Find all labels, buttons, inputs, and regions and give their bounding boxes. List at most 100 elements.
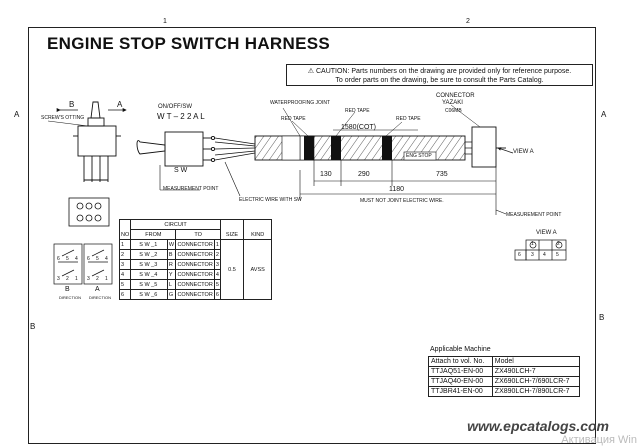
- measurement-point-label-1: MEASUREMENT POINT: [163, 186, 219, 192]
- header-model: Model: [491, 356, 581, 367]
- cell-model: ZX690LCH-7/690LCR-7: [491, 376, 581, 387]
- cell-pin: 4: [213, 269, 221, 280]
- view-a-pin-1: 1: [531, 241, 534, 247]
- watermark: www.epcatalogs.com: [467, 418, 609, 434]
- cell-no: 2: [118, 249, 132, 260]
- onoff-switch-top-view: [136, 131, 216, 167]
- header-kind: KIND: [243, 219, 273, 240]
- direction-a-label: A: [95, 286, 100, 293]
- applicable-table: Attach to vol. No. Model TTJAQ51-EN-00 Z…: [428, 356, 581, 397]
- switch-schematic: [53, 243, 113, 285]
- switch-part-no: W T – 2 2 A L: [157, 112, 205, 121]
- red-tape-label-1: RED TAPE: [281, 116, 306, 122]
- schematic-pin: 1: [105, 276, 108, 282]
- header-to: TO: [175, 229, 221, 240]
- cell-from: S W _3: [130, 259, 168, 270]
- table-row: TTJAQ51-EN-00 ZX490LCH-7: [428, 366, 581, 377]
- grid-top-2: 2: [466, 18, 470, 25]
- schematic-pin: 2: [96, 276, 99, 282]
- cell-to: CONNECTOR: [175, 239, 215, 250]
- connector-body: [471, 126, 506, 168]
- screws-otting-label: SCREW'S OTTING: [41, 115, 85, 121]
- table-row: Attach to vol. No. Model: [428, 356, 581, 367]
- schematic-pin: 1: [75, 276, 78, 282]
- arrow-b-label: B: [69, 100, 75, 109]
- sw-label: S W: [174, 167, 188, 174]
- yazaki-label: YAZAKI: [442, 100, 463, 106]
- cell-no: 6: [118, 289, 132, 300]
- cell-color: L: [166, 279, 177, 290]
- table-row: 1 S W _1 W CONNECTOR 1 0.5 AVSS: [118, 239, 273, 300]
- header-attach: Attach to vol. No.: [428, 356, 493, 367]
- cell-to: CONNECTOR: [175, 269, 215, 280]
- waterproofing-joint-label: WATERPROOFING JOINT: [270, 100, 330, 106]
- cell-color: B: [166, 249, 177, 260]
- schematic-pin: 6: [87, 256, 90, 262]
- view-a-pin-3: 3: [531, 252, 534, 258]
- view-a-pin-6: 6: [518, 252, 521, 258]
- cell-color: W: [166, 239, 177, 250]
- direction-b-label: B: [65, 286, 70, 293]
- view-a-arrow: [497, 147, 514, 154]
- cell-pin: 3: [213, 259, 221, 270]
- cell-color: Y: [166, 269, 177, 280]
- view-a-title: VIEW A: [536, 230, 557, 236]
- cell-color: G: [166, 289, 177, 300]
- eng-stop-label: ENG STOP: [406, 153, 432, 159]
- schematic-pin: 5: [66, 256, 69, 262]
- grid-right-b: B: [599, 313, 605, 322]
- applicable-title: Applicable Machine: [430, 346, 491, 353]
- electric-wire-sw-label: ELECTRIC WIRE WITH SW: [239, 197, 302, 203]
- dim-735-label: 735: [436, 171, 448, 178]
- schematic-pin: 4: [105, 256, 108, 262]
- cell-from: S W _5: [130, 279, 168, 290]
- onoff-sw-label: ON/OFF/SW: [158, 104, 192, 110]
- red-tape-band-3: [382, 136, 392, 160]
- eng-stop-label-box: [403, 151, 437, 161]
- cell-from: S W _4: [130, 269, 168, 280]
- table-row: 6 S W _6 G CONNECTOR 6: [118, 289, 272, 300]
- cell-no: 3: [118, 259, 132, 270]
- grid-left-b: B: [30, 322, 36, 331]
- label-leaders: [282, 104, 481, 137]
- cell-model: ZX490LCH-7: [491, 366, 581, 377]
- arrow-a-label: A: [117, 100, 123, 109]
- switch-pin-layout: [68, 197, 110, 227]
- cell-from: S W _1: [130, 239, 168, 250]
- grid-left-a: A: [14, 110, 20, 119]
- view-a-pin-2: 2: [557, 241, 560, 247]
- cell-color: R: [166, 259, 177, 270]
- header-circuit: CIRCUIT: [130, 219, 221, 230]
- grid-right-a: A: [601, 110, 607, 119]
- connector-label: CONNECTOR: [436, 93, 475, 99]
- cell-no: 4: [118, 269, 132, 280]
- table-row: TTJAQ40-EN-00 ZX690LCH-7/690LCR-7: [428, 376, 581, 387]
- red-tape-band-1: [304, 136, 314, 160]
- cell-to: CONNECTOR: [175, 289, 215, 300]
- direction-a-sub: DIRECTION: [89, 295, 111, 300]
- cell-no: 5: [118, 279, 132, 290]
- measurement-point-label-2: MEASUREMENT POINT: [506, 212, 562, 218]
- wire-bundle-left: [214, 137, 256, 161]
- cell-to: CONNECTOR: [175, 249, 215, 260]
- cell-attach: TTJBR41-EN-00: [428, 386, 493, 397]
- toggle-switch-side-view: [73, 101, 121, 182]
- screws-leader: [47, 120, 89, 127]
- cell-to: CONNECTOR: [175, 259, 215, 270]
- cell-size: 0.5: [219, 239, 245, 300]
- cell-pin: 5: [213, 279, 221, 290]
- schematic-pin: 3: [57, 276, 60, 282]
- header-from: FROM: [130, 229, 177, 240]
- red-tape-label-2: RED TAPE: [345, 108, 370, 114]
- cell-attach: TTJAQ51-EN-00: [428, 366, 493, 377]
- cell-pin: 6: [213, 289, 221, 300]
- dimension-lines: [159, 160, 507, 215]
- page-title: ENGINE STOP SWITCH HARNESS: [47, 34, 330, 53]
- grid-top-1: 1: [163, 18, 167, 25]
- dim-1580-label: 1580(COT): [341, 124, 377, 131]
- schematic-pin: 5: [96, 256, 99, 262]
- caution-box: ⚠ CAUTION: Parts numbers on the drawing …: [286, 64, 593, 86]
- view-a-pin-4: 4: [543, 252, 546, 258]
- harness-tube: [254, 135, 466, 161]
